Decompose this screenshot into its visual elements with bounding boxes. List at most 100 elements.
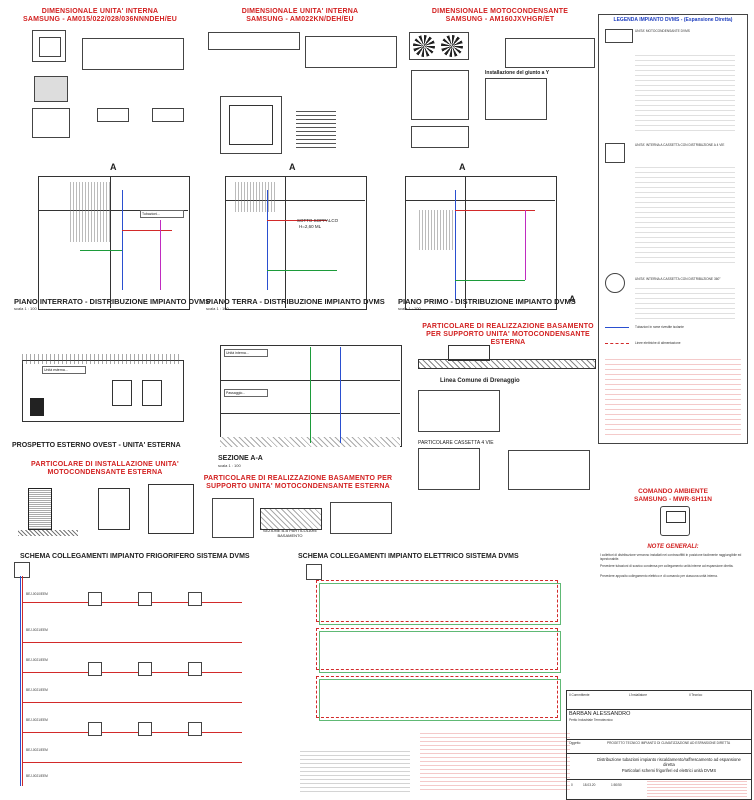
outdoor-unit-fans	[409, 32, 469, 60]
notes-title: NOTE GENERALI:	[647, 544, 699, 550]
cassette-plan	[220, 96, 282, 154]
refrig-scheme-title: SCHEMA COLLEGAMENTI IMPIANTO FRIGORIFERO…	[20, 553, 250, 560]
remote-title: COMANDO AMBIENTE	[638, 488, 708, 495]
legend-cassette-360-icon	[605, 273, 625, 293]
legend-item-pipes: Tubazioni in rame rivestite isolante	[635, 325, 684, 329]
plan-basement-scale: scala 1 : 100	[14, 306, 37, 311]
tb-scale: 1:50/50	[611, 783, 622, 787]
tb-subject: Distribuzione tubazioni impianto riscald…	[597, 757, 741, 767]
dim-outdoor-model: SAMSUNG - AM160JXVHGR/ET	[445, 16, 555, 23]
sottopalco-label: SOTTO SOPPALCO	[297, 218, 339, 223]
plan-first: A A	[395, 162, 595, 320]
plan-first-title: PIANO PRIMO - DISTRIBUZIONE IMPIANTO DVM…	[398, 297, 576, 306]
legend-text-block-2	[635, 167, 735, 263]
refrig-pipe-label-7: BEJ-0021/EEM	[26, 774, 48, 778]
prospetto-title: PROSPETTO ESTERNO OVEST - UNITA' ESTERNA	[12, 442, 181, 449]
outdoor-spec-table	[505, 38, 595, 68]
legend-red-notes	[605, 355, 741, 435]
elec-notes-red	[420, 730, 570, 790]
plinth-label: SEZIONE B-B PARTICOLARE BASAMENTO	[262, 528, 318, 538]
plan-basement-title: PIANO INTERRATO - DISTRIBUZIONE IMPIANTO…	[14, 297, 211, 306]
detail-base-1-drawing	[418, 345, 596, 375]
tb-date: 18.03.20	[583, 783, 596, 787]
cassette-spec-table	[305, 36, 397, 68]
detail-base-2-drawing	[210, 498, 400, 542]
section-aa: Unità interna... Passaggio...	[210, 325, 410, 450]
tb-oggetto-label: Oggetto	[569, 741, 581, 745]
refrig-pipe-label-2: BEJ-0021/EEM	[26, 628, 48, 632]
legend-text-block	[635, 51, 735, 131]
prospetto-elevation: Unità esterna...	[12, 320, 202, 440]
note-3: Prevedere apposito collegamento elettric…	[600, 574, 718, 578]
y-joint-diagram	[485, 78, 547, 120]
indoor-unit-front	[34, 76, 68, 102]
plan-ground-scale: scala 1 : 100	[206, 306, 229, 311]
dim-indoor-1-model: SAMSUNG - AM015/022/028/036NNNDEH/EU	[23, 16, 177, 23]
outdoor-side-view	[411, 126, 469, 148]
cassette-front	[208, 32, 300, 50]
detail-base-1-title: PARTICOLARE DI REALIZZAZIONE BASAMENTO P…	[422, 323, 594, 346]
detail-base-2-title: PARTICOLARE DI REALIZZAZIONE BASAMENTO P…	[203, 475, 393, 490]
dim-indoor-1-title: DIMENSIONALE UNITA' INTERNA	[41, 8, 159, 15]
dim-outdoor-panel: DIMENSIONALE MOTOCONDENSANTE SAMSUNG - A…	[405, 8, 595, 158]
outdoor-front-view	[411, 70, 469, 120]
dim-indoor-1-panel: DIMENSIONALE UNITA' INTERNA SAMSUNG - AM…	[2, 8, 198, 158]
indoor-unit-side	[97, 108, 129, 122]
cassette-detail-title: PARTICOLARE CASSETTA 4 VIE	[418, 440, 494, 446]
legend-pipe-swatch	[605, 327, 629, 328]
dim-indoor-2-panel: DIMENSIONALE UNITA' INTERNA SAMSUNG - AM…	[200, 8, 400, 158]
legend-cassette-icon	[605, 143, 625, 163]
legend-item-cassette-360: UNITA' INTERNA A CASSETTA CON DISTRIBUZI…	[635, 277, 721, 281]
refrig-pipe-label-3: BEJ-0021/EEM	[26, 658, 48, 662]
refrig-pipe-label-6: BEJ-0021/EEM	[26, 748, 48, 752]
detail-install-drawing	[18, 478, 198, 544]
refrig-pipe-label-4: BEJ-0021/EEM	[26, 688, 48, 692]
remote-panel: COMANDO AMBIENTE SAMSUNG - MWR-SH11N	[600, 488, 746, 538]
title-block: Il Committente L'Installatore Il Tecnico…	[566, 690, 752, 800]
note-2: Prevedere tubazioni di scarico condensa …	[600, 564, 734, 568]
legend-panel: LEGENDA IMPIANTO DVMS - (Espansione Dire…	[598, 14, 748, 444]
drain-line-title: Linea Comune di Drenaggio	[440, 378, 520, 384]
notes-panel: NOTE GENERALI: I collettori di distribuz…	[598, 544, 748, 590]
tb-designer-role: Perito Industriale Termotecnico	[569, 718, 613, 722]
tb-installatore: L'Installatore	[629, 693, 647, 697]
legend-item-outdoor: UNITA' MOTOCONDENSANTE DVMS	[635, 29, 690, 33]
plan-ground-title: PIANO TERRA - DISTRIBUZIONE IMPIANTO DVM…	[206, 297, 385, 306]
note-1: I collettori di distribuzione verranno i…	[600, 553, 742, 561]
dim-outdoor-title: DIMENSIONALE MOTOCONDENSANTE	[431, 8, 569, 15]
tb-designer: BARBAN ALESSANDRO	[569, 711, 631, 717]
refrig-pipe-label-1: BEJ-0010/EEM	[26, 592, 48, 596]
tb-tecnico: Il Tecnico	[689, 693, 703, 697]
indoor-unit-section	[152, 108, 184, 122]
cassette-grille	[296, 108, 336, 148]
legend-text-block-3	[635, 287, 735, 319]
indoor-unit-plan	[32, 108, 70, 138]
indoor-spec-table	[82, 38, 184, 70]
remote-icon	[660, 506, 690, 536]
elec-scheme-title: SCHEMA COLLEGAMENTI IMPIANTO ELETTRICO S…	[298, 553, 519, 560]
section-scale: scala 1 : 100	[218, 463, 241, 468]
plan-first-scale: scala 1 : 100	[398, 306, 421, 311]
elec-scheme	[296, 564, 568, 744]
section-title: SEZIONE A-A	[218, 455, 263, 462]
drain-diagrams	[418, 390, 594, 490]
plan-basement: Tubazioni... A	[10, 162, 202, 320]
elec-notes	[300, 748, 410, 792]
remote-model: SAMSUNG - MWR-SH11N	[633, 496, 712, 503]
tb-oggetto: PROGETTO TECNICO IMPIANTO DI CLIMATIZZAZ…	[607, 741, 731, 745]
sottopalco-height: H=2,60 ML	[299, 224, 322, 229]
tb-rev: 0	[571, 783, 573, 787]
tb-committente: Il Committente	[569, 693, 590, 697]
dim-indoor-2-title: DIMENSIONALE UNITA' INTERNA	[241, 8, 359, 15]
refrig-scheme: BEJ-0010/EEM BEJ-0021/EEM BEJ-0021/EEM B…	[8, 562, 288, 794]
indoor-unit-top-view	[32, 30, 66, 62]
legend-item-cassette-4way: UNITA' INTERNA A CASSETTA CON DISTRIBUZI…	[635, 143, 725, 147]
y-joint-title: Installazione del giunto a Y	[485, 70, 550, 76]
refrig-pipe-label-5: BEJ-0021/EEM	[26, 718, 48, 722]
tb-subject2: Particolari schemi frigoriferi ed elettr…	[621, 768, 717, 773]
legend-elec-swatch	[605, 343, 629, 344]
plan-ground: SOTTO SOPPALCO H=2,60 ML A	[205, 162, 395, 320]
legend-item-electric: Linee elettriche di alimentazione	[635, 341, 681, 345]
dim-indoor-2-model: SAMSUNG - AM022KN/DEH/EU	[246, 16, 354, 23]
detail-install-title: PARTICOLARE DI INSTALLAZIONE UNITA' MOTO…	[31, 461, 179, 476]
